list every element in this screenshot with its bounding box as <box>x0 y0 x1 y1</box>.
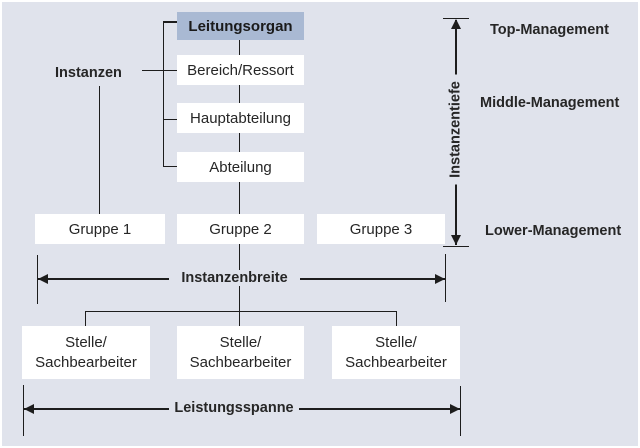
instanzentiefe-label: Instanzentiefe <box>445 74 467 185</box>
connector-branch-stelle3 <box>395 310 397 327</box>
instanzen-label: Instanzen <box>55 65 122 81</box>
box-gruppe-2: Gruppe 2 <box>177 214 304 244</box>
box-stelle-1: Stelle/ Sachbearbeiter <box>22 326 150 379</box>
arrow-left-icon <box>24 404 34 414</box>
box-bereich-ressort: Bereich/Ressort <box>177 55 304 85</box>
box-abteilung: Abteilung <box>177 152 304 182</box>
instanzentiefe-tick-top <box>443 17 469 19</box>
lower-management-label: Lower-Management <box>485 223 622 239</box>
arrow-right-icon <box>450 404 460 414</box>
box-hauptabteilung: Hauptabteilung <box>177 103 304 133</box>
connector-stub-abteilung <box>162 165 178 167</box>
middle-management-label: Middle-Management <box>480 95 620 111</box>
box-gruppe-1: Gruppe 1 <box>35 214 165 244</box>
arrow-up-icon <box>451 19 461 29</box>
arrow-down-icon <box>451 235 461 245</box>
leistungsspanne-label: Leistungsspanne <box>169 400 299 416</box>
instanzenbreite-label: Instanzenbreite <box>169 270 300 286</box>
arrow-right-icon <box>435 274 445 284</box>
leistungsspanne-tick-left <box>22 385 24 436</box>
connector-branch-stelle1 <box>84 310 86 327</box>
connector-spine <box>162 21 164 167</box>
connector-bereich-hauptabteilung <box>238 85 240 103</box>
instanzenbreite-tick-left <box>36 255 38 304</box>
box-gruppe-3: Gruppe 3 <box>317 214 445 244</box>
connector-leitungsorgan-bereich <box>238 39 240 55</box>
leistungsspanne-tick-right <box>459 386 461 436</box>
connector-stub-bereich-instanzen <box>142 69 177 71</box>
connector-branch-horizontal <box>85 310 397 312</box>
connector-stub-hauptabteilung <box>162 118 178 120</box>
box-stelle-3: Stelle/ Sachbearbeiter <box>332 326 460 379</box>
box-leitungsorgan: Leitungsorgan <box>177 12 304 40</box>
connector-abteilung-gruppe2 <box>238 182 240 214</box>
instanzenbreite-tick-right <box>444 254 446 302</box>
box-stelle-2: Stelle/ Sachbearbeiter <box>177 326 304 379</box>
connector-stub-leitungsorgan <box>162 21 178 23</box>
instanzentiefe-tick-bottom <box>443 245 469 247</box>
top-management-label: Top-Management <box>490 22 609 38</box>
connector-hauptabteilung-abteilung <box>238 133 240 152</box>
arrow-left-icon <box>38 274 48 284</box>
connector-instanzen-gruppe1 <box>98 86 100 214</box>
